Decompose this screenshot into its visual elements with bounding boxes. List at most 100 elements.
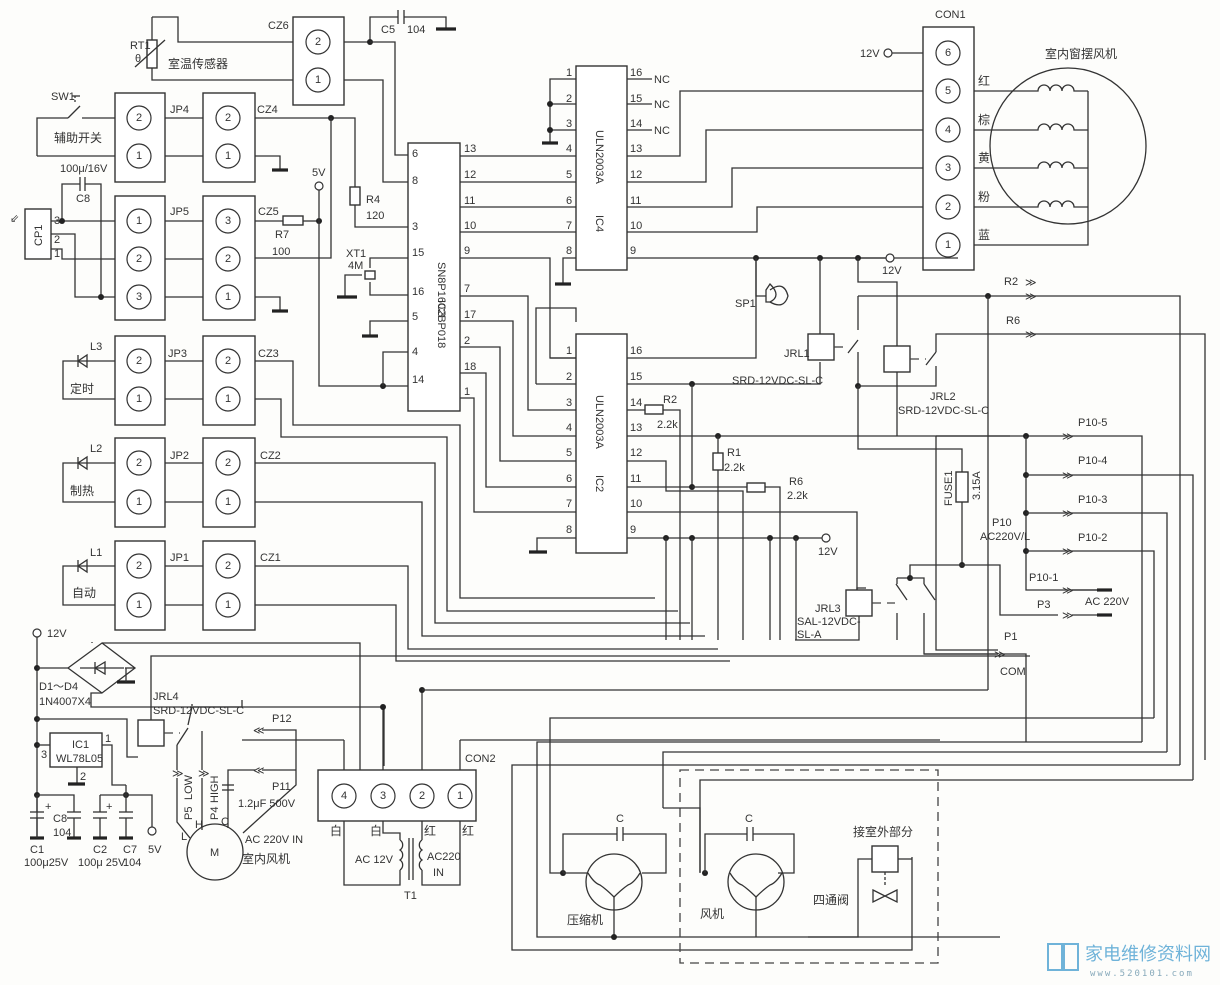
svg-text:C: C [221,816,229,828]
svg-text:11: 11 [464,195,475,207]
svg-text:FUSE1: FUSE1 [943,471,955,506]
svg-text:10: 10 [464,220,476,232]
svg-text:1: 1 [225,291,231,303]
svg-text:P10: P10 [992,517,1012,529]
svg-text:7: 7 [566,498,572,510]
cz6-label: CZ6 [268,20,289,32]
svg-text:自动: 自动 [72,586,96,600]
svg-text:M: M [210,847,219,859]
svg-text:100μ25V: 100μ25V [24,857,69,869]
sensor-cp1: CP1 ⇙ 3 2 1 [10,208,115,300]
svg-text:≪: ≪ [253,765,265,777]
svg-text:5: 5 [412,311,418,323]
svg-text:www.520101.com: www.520101.com [1090,969,1194,979]
svg-text:120: 120 [366,210,384,222]
svg-text:IC4: IC4 [593,215,605,232]
connector-cz4: 2 1 CZ4 [165,92,356,259]
svg-text:1: 1 [136,393,142,405]
svg-text:100: 100 [272,246,290,258]
svg-text:NC: NC [654,125,670,137]
svg-text:1: 1 [54,248,60,260]
svg-text:≫: ≫ [1025,277,1037,289]
svg-text:R7: R7 [275,229,289,241]
capacitor-c5: C5 104 [344,10,456,183]
svg-text:JRL1: JRL1 [784,348,810,360]
svg-text:AC 220V: AC 220V [1085,596,1130,608]
relay-jrl1: JRL1 SRD-12VDC-SL-C [732,258,861,389]
svg-text:14: 14 [412,374,424,386]
relay-jrl3: ≫ P3 AC 220V JRL3 SAL-12VDC- SL-A P1 COM… [795,564,1130,742]
swing-motor-label: 室内窗摆风机 [1045,46,1117,61]
svg-text:CZ3: CZ3 [258,348,279,360]
power-supply: 12V D1～D4 1N4007X4 [24,628,385,869]
svg-text:5: 5 [945,85,951,97]
svg-text:2: 2 [136,112,142,124]
svg-text:4: 4 [566,143,572,155]
svg-text:2: 2 [225,355,231,367]
svg-text:L3: L3 [90,341,102,353]
svg-text:JRL3: JRL3 [815,603,841,615]
svg-text:104: 104 [53,827,71,839]
svg-text:NC: NC [654,99,670,111]
svg-text:C2: C2 [93,844,107,856]
svg-text:2: 2 [136,355,142,367]
svg-text:≫: ≫ [1062,508,1074,520]
svg-text:4: 4 [341,790,347,802]
svg-text:2.2k: 2.2k [657,419,678,431]
resistor-r4: R4 120 [349,186,408,228]
connector-jp4: 2 1 JP4 [114,92,189,183]
svg-text:15: 15 [412,247,424,259]
svg-text:JP1: JP1 [170,552,189,564]
swing-motor: 室内窗摆风机 红 棕 黄 粉 蓝 [974,46,1147,246]
svg-text:4: 4 [945,124,951,136]
svg-text:P4: P4 [209,807,221,820]
svg-text:12: 12 [630,169,642,181]
svg-text:P10-1: P10-1 [1029,572,1058,584]
led-l3-group: L3 定时 2 1 JP3 2 1 CZ3 [62,335,279,426]
fuse1: FUSE1 3.15A [935,436,998,651]
svg-text:3.15A: 3.15A [971,471,983,500]
resistor-r2 [644,404,664,415]
svg-text:13: 13 [630,143,642,155]
svg-text:17: 17 [464,309,476,321]
svg-text:白: 白 [330,823,342,838]
svg-text:R4: R4 [366,194,380,206]
svg-text:R1: R1 [727,447,741,459]
swing-motor-coils [974,84,1089,246]
svg-text:3: 3 [136,291,142,303]
svg-text:9: 9 [630,245,636,257]
svg-text:D1～D4: D1～D4 [39,681,78,693]
fan-motor-icon [186,823,244,881]
svg-text:18: 18 [464,361,476,373]
svg-text:12V: 12V [882,265,902,277]
svg-text:1: 1 [315,74,321,86]
svg-text:100μ/16V: 100μ/16V [60,163,108,175]
svg-text:2: 2 [225,457,231,469]
svg-text:AC 12V: AC 12V [355,854,394,866]
svg-text:1: 1 [225,599,231,611]
capacitor-c8-top: 100μ/16V C8 [60,163,108,297]
svg-text:6: 6 [566,473,572,485]
svg-text:C8: C8 [53,813,67,825]
svg-text:104: 104 [407,24,425,36]
svg-text:15: 15 [630,93,642,105]
svg-text:16: 16 [412,286,424,298]
compressor: C 压缩机 [549,742,667,940]
relay-jrl2: JRL2 SRD-12VDC-SL-C [857,258,1030,472]
svg-text:2.2k: 2.2k [724,462,745,474]
svg-text:11: 11 [630,473,641,485]
svg-text:7: 7 [566,220,572,232]
svg-text:红: 红 [978,73,990,88]
svg-text:2: 2 [945,201,951,213]
connector-con2: CON2 4 3 2 1 白 白 红 红 [242,687,988,838]
svg-text:定时: 定时 [70,381,94,396]
svg-text:11: 11 [630,195,641,207]
svg-text:R6: R6 [1006,315,1020,327]
svg-text:6: 6 [945,47,951,59]
svg-text:8: 8 [566,245,572,257]
four-way-valve: 四通阀 接室外部分 [808,824,913,938]
svg-text:P12: P12 [272,713,292,725]
svg-text:15: 15 [630,371,642,383]
svg-text:≫: ≫ [1025,329,1037,341]
svg-text:7: 7 [464,283,470,295]
